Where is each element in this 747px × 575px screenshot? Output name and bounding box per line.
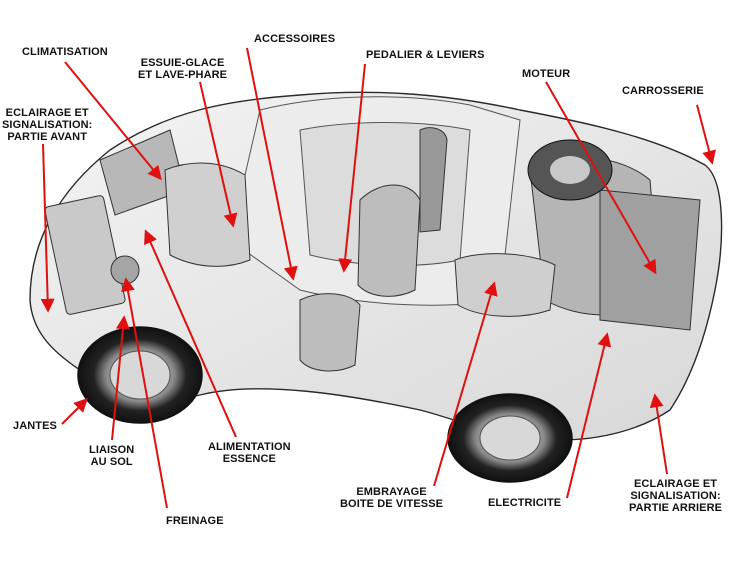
label-essuie-glace: ESSUIE-GLACE ET LAVE-PHARE [138, 57, 228, 81]
label-liaison: LIAISON AU SOL [89, 444, 135, 468]
arrow-carrosserie [696, 104, 716, 165]
seats [299, 127, 448, 372]
arrow-embrayage [433, 281, 498, 487]
arrow-electricite [566, 332, 612, 499]
label-jantes: JANTES [13, 420, 57, 432]
label-eclairage-arriere: ECLAIRAGE ET SIGNALISATION: PARTIE ARRIE… [629, 478, 723, 514]
front-mechanics [44, 129, 251, 315]
label-electricite: ELECTRICITE [488, 497, 562, 509]
rear-wheel [447, 393, 573, 483]
arrow-liaison [111, 315, 130, 441]
arrow-alimentation [144, 229, 237, 438]
label-eclairage-avant: ECLAIRAGE ET SIGNALISATION: PARTIE AVANT [2, 107, 93, 143]
label-carrosserie: CARROSSERIE [622, 85, 704, 97]
arrow-moteur [545, 81, 657, 275]
arrow-climatisation [64, 61, 162, 181]
label-freinage: FREINAGE [166, 515, 224, 527]
arrow-pedalier [338, 63, 366, 273]
label-moteur: MOTEUR [522, 68, 571, 80]
arrow-eclairage-avant [40, 143, 55, 313]
arrow-essuie-glace [199, 81, 238, 228]
label-climatisation: CLIMATISATION [22, 46, 108, 58]
front-wheel [77, 326, 203, 424]
arrow-jantes [61, 398, 88, 425]
arrow-accessoires [246, 47, 298, 281]
arrow-freinage [121, 277, 168, 509]
label-accessoires: ACCESSOIRES [254, 33, 336, 45]
label-embrayage: EMBRAYAGE BOITE DE VITESSE [340, 486, 444, 510]
label-pedalier: PEDALIER & LEVIERS [366, 49, 485, 61]
leader-arrows [40, 47, 716, 509]
label-alimentation: ALIMENTATION ESSENCE [208, 441, 291, 465]
rear-top-wheel [527, 139, 613, 201]
arrow-eclairage-arriere [649, 393, 668, 475]
